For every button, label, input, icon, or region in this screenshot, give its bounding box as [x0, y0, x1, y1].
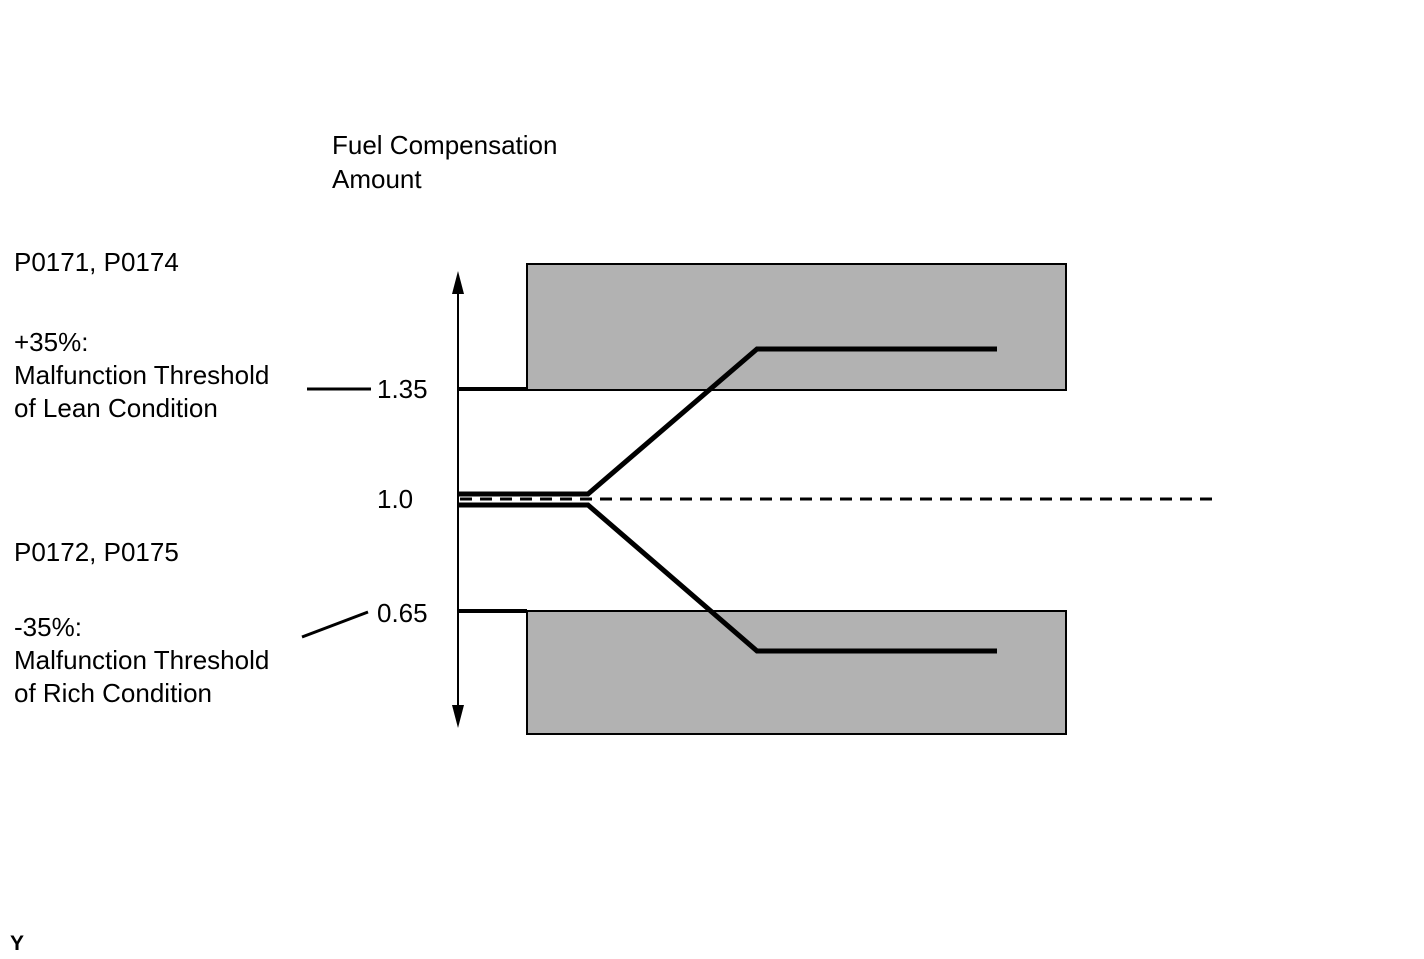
y-axis-arrow-down-icon: [452, 705, 464, 728]
y-axis-arrow-up-icon: [452, 271, 464, 294]
tick-label-lean-threshold: 1.35: [377, 374, 428, 404]
lean-malfunction-region: [526, 263, 1067, 391]
rich-threshold-note: -35%: Malfunction Threshold of Rich Cond…: [14, 612, 270, 708]
figure-footnote: Y: [10, 932, 25, 955]
lean-dtc-codes-label: P0171, P0174: [14, 247, 179, 277]
rich-malfunction-region: [526, 610, 1067, 735]
rich-leader-line: [301, 610, 369, 639]
rich-excursion-trace: [458, 502, 997, 654]
tick-label-rich-threshold: 0.65: [377, 598, 428, 628]
lean-threshold-note: +35%: Malfunction Threshold of Lean Cond…: [14, 327, 270, 423]
tick-label-reference: 1.0: [377, 484, 414, 514]
lean-excursion-trace: [458, 346, 997, 497]
y-axis-title: Fuel Compensation Amount: [332, 130, 558, 194]
rich-dtc-codes-label: P0172, P0175: [14, 537, 179, 567]
